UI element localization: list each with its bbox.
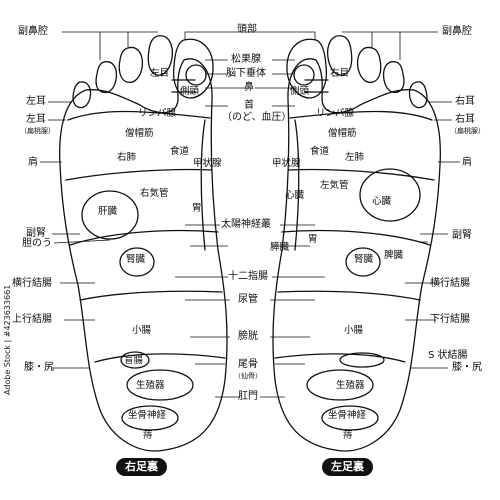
inner-sokutou-r: 側頭 [180, 86, 200, 97]
left-foot-outline [272, 58, 441, 452]
label-s-ketchou: S 状結腸 [428, 350, 468, 361]
inner-soubou-r: 僧帽筋 [125, 128, 154, 139]
label-junishichou: 十二指腸 [228, 271, 268, 282]
label-right-ear-1: 右耳 [455, 96, 475, 107]
label-right-ear-2: 右耳 [455, 114, 475, 125]
inner-mouchou: 盲腸 [124, 355, 144, 366]
inner-shouchou-l: 小腸 [344, 325, 364, 336]
inner-shokudou-r: 食道 [170, 146, 190, 157]
inner-migikikan: 右気管 [140, 188, 169, 199]
right-toe-5 [72, 81, 92, 109]
label-kata-left: 肩 [28, 157, 38, 168]
inner-shinzou: 心臓 [372, 196, 392, 207]
label-fukujin-left: 副腎 [26, 228, 46, 239]
left-big-toe [286, 38, 328, 99]
label-taiyou: 太陽神経叢 [221, 219, 271, 230]
label-koumon: 肛門 [238, 391, 258, 402]
label-kata-right: 肩 [462, 157, 472, 168]
label-hentousen-right: （扁桃腺） [450, 127, 485, 135]
inner-shouchou-r: 小腸 [132, 325, 152, 336]
label-hiza-left: 膝・尻 [24, 362, 54, 373]
inner-jinzou-r: 腎臓 [126, 254, 146, 265]
label-joukou: 上行結腸 [12, 314, 52, 325]
label-bikotsu-sub: （仙骨） [234, 372, 262, 380]
label-hiza-right: 膝・尻 [452, 362, 482, 373]
inner-koujousen-l: 甲状腺 [272, 158, 301, 169]
left-foot [272, 35, 441, 452]
title-left-foot: 左足裏 [322, 458, 373, 476]
inner-migihai: 右肺 [117, 152, 137, 163]
left-toe-3 [356, 46, 382, 84]
inner-hidarikikan: 左気管 [320, 180, 349, 191]
label-kubi: 首 [244, 100, 254, 111]
inner-hidarihai: 左肺 [345, 152, 365, 163]
label-hentousen-left: （扁桃腺） [20, 127, 55, 135]
inner-rinpa-r: リンパ腺 [138, 108, 177, 119]
right-big-toe [172, 38, 214, 99]
inner-seishokuki-r: 生殖器 [136, 380, 165, 391]
label-oukou-left: 横行結腸 [12, 278, 52, 289]
inner-ji-r: 痔 [143, 430, 153, 441]
inner-jinzou-l: 腎臓 [354, 254, 374, 265]
inner-koujousen-r: 甲状腺 [193, 158, 222, 169]
label-fukujin-right: 副腎 [452, 230, 472, 241]
label-tannou: 胆のう [22, 238, 52, 249]
right-toe-3 [118, 46, 144, 84]
label-left-ear-1: 左耳 [26, 96, 46, 107]
right-foot-outline [59, 58, 228, 452]
leader-lines [40, 31, 460, 398]
label-noukasuitai: 脳下垂体 [226, 68, 266, 79]
inner-migime: 右目 [330, 68, 350, 79]
right-foot [59, 35, 228, 452]
inner-suizou: 膵臓 [270, 242, 290, 253]
inner-sokutou-l: 側頭 [290, 86, 310, 97]
right-toe-2 [147, 35, 174, 76]
inner-shokudou-l: 食道 [310, 146, 330, 157]
title-right-foot: 右足裏 [116, 458, 167, 476]
left-toe-2 [326, 35, 353, 76]
inner-zakotsu-l: 坐骨神経 [328, 410, 367, 421]
inner-zakotsu-r: 坐骨神経 [128, 410, 167, 421]
label-shoukatai: 松果腺 [231, 54, 261, 65]
inner-ji-l: 痔 [343, 430, 353, 441]
label-kubi-sub: （のど、血圧） [222, 112, 292, 123]
inner-soubou-l: 僧帽筋 [328, 128, 357, 139]
label-fukubikuu-right: 副鼻腔 [18, 26, 48, 37]
label-left-ear-2: 左耳 [26, 114, 46, 125]
label-oukou-right: 横行結腸 [430, 278, 470, 289]
left-toe-5 [408, 81, 428, 109]
label-toubu: 頭部 [237, 24, 257, 35]
label-kakou: 下行結腸 [430, 314, 470, 325]
label-bikotsu: 尾骨 [238, 359, 258, 370]
inner-rinpa-l: リンパ腺 [316, 108, 355, 119]
label-fukubikuu-left: 副鼻腔 [442, 26, 472, 37]
inner-shinzou-small: 心臓 [285, 190, 305, 201]
label-boukou: 膀胱 [238, 331, 258, 342]
inner-kanzou: 肝臓 [98, 206, 118, 217]
inner-i-r: 胃 [192, 203, 202, 214]
inner-hizou: 脾臓 [384, 250, 404, 261]
inner-hidarime: 左目 [150, 68, 170, 79]
label-hana: 鼻 [244, 82, 254, 93]
inner-i-l: 胃 [308, 234, 318, 245]
left-toe-4 [382, 61, 405, 94]
right-toe-4 [95, 61, 118, 94]
inner-seishokuki-l: 生殖器 [336, 380, 365, 391]
label-nyoukan: 尿管 [238, 294, 258, 305]
watermark: Adobe Stock | #423633661 [3, 284, 12, 395]
